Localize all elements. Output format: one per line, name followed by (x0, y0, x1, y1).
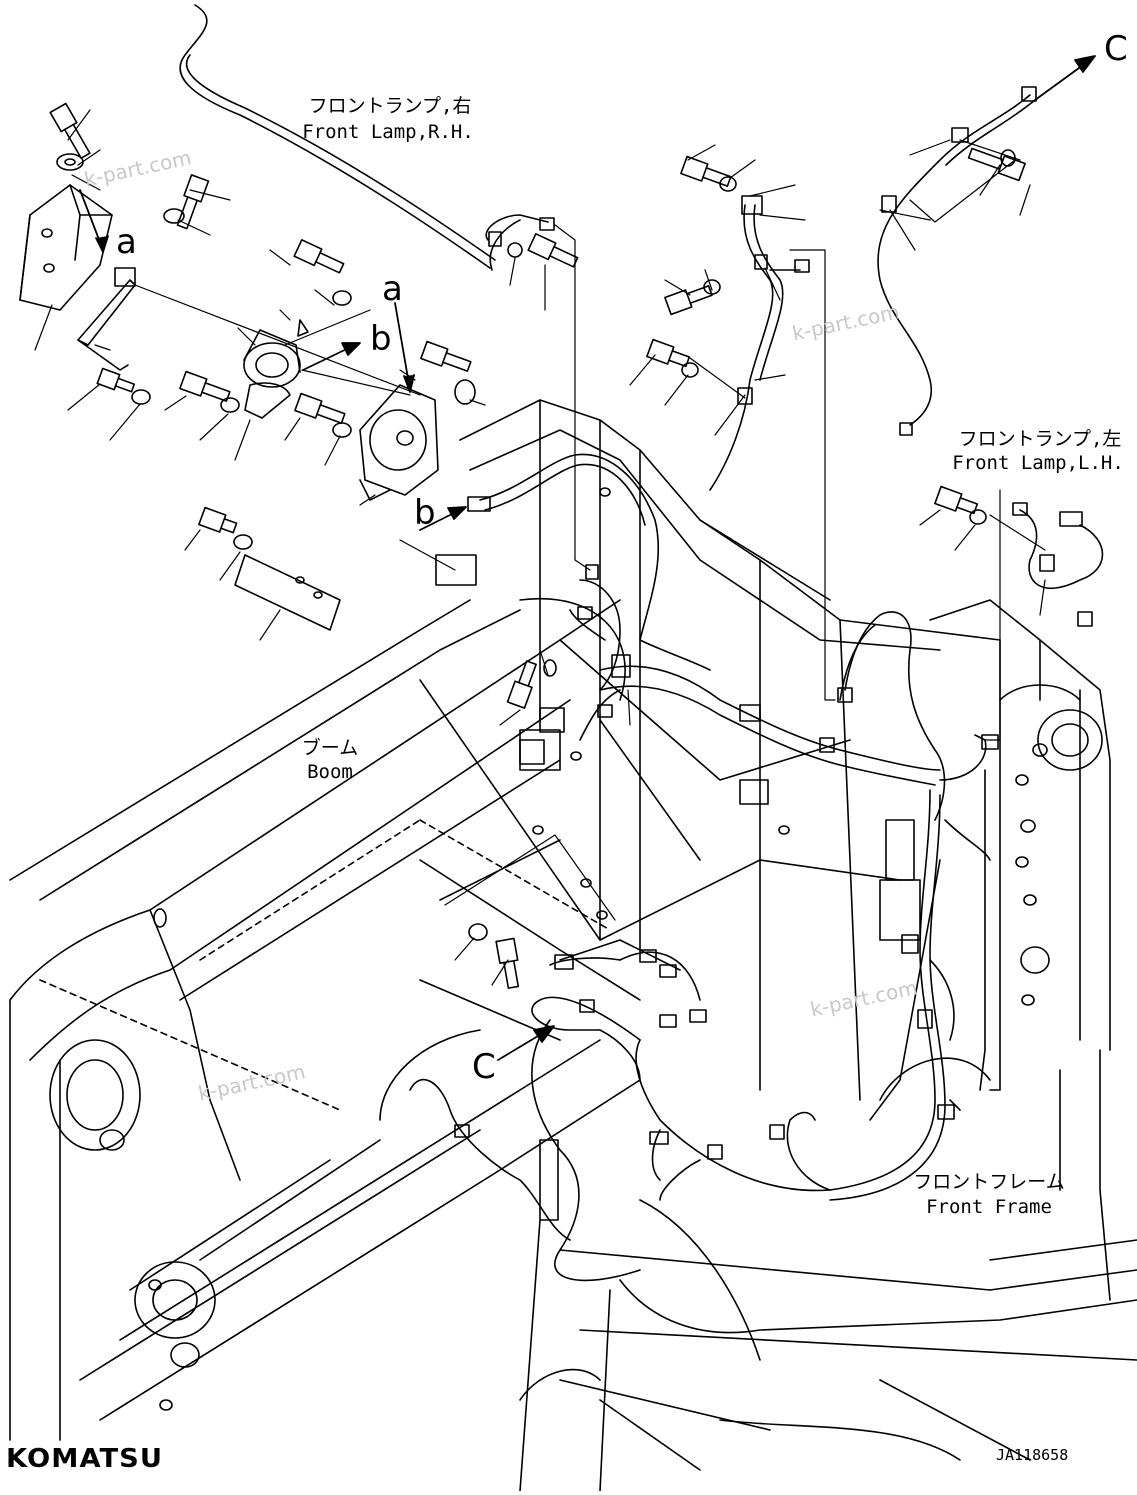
ref-c-top: C (1104, 29, 1128, 69)
front-frame-label-jp: フロントフレーム (913, 1171, 1065, 1193)
ref-b-upper: b (370, 319, 392, 359)
brand-logo: KOMATSU (6, 1444, 164, 1474)
front-lamp-rh-label-en: Front Lamp,R.H. (302, 121, 474, 143)
reference-arrows (79, 55, 1096, 1061)
ref-a-right: a (382, 269, 403, 309)
front-frame (379, 399, 1137, 1492)
front-lamp-lh-label-jp: フロントランプ,左 (958, 428, 1122, 450)
boom-label-jp: ブーム (301, 737, 359, 759)
boom-pin (49, 1039, 216, 1368)
bolts (49, 102, 1026, 989)
boom-outline (9, 599, 771, 1441)
part-leader-ticks (34, 109, 1046, 986)
bracket-assembly (19, 184, 439, 631)
frame-holes (153, 487, 790, 1411)
front-lamp-rh-label-jp: フロントランプ,右 (308, 95, 472, 117)
front-lamp-rh-harness (179, 4, 555, 271)
front-lamp-lh-label-en: Front Lamp,L.H. (952, 452, 1124, 474)
boom-label-en: Boom (307, 761, 353, 783)
harness-connectors (435, 496, 999, 1221)
leader-lines (71, 139, 1046, 921)
ref-a-left: a (116, 222, 137, 262)
ref-c-bottom: C (472, 1047, 496, 1087)
front-frame-label-en: Front Frame (926, 1196, 1052, 1218)
main-harness (409, 453, 991, 1282)
drawing-code: JA118658 (996, 1446, 1069, 1464)
front-lamp-lh-harness (877, 86, 1104, 627)
ref-b-lower: b (414, 493, 436, 533)
